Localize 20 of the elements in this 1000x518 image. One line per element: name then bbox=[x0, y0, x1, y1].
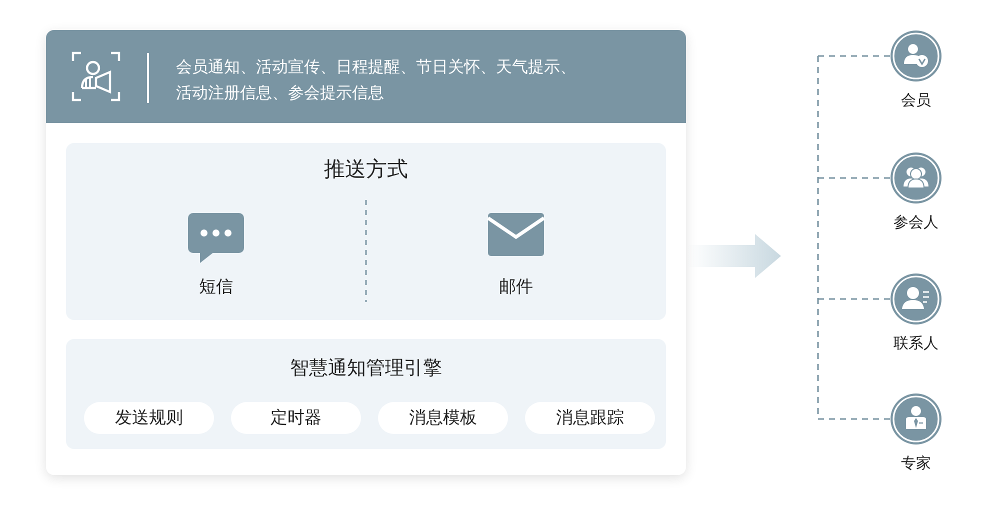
feature-pill: 消息跟踪 bbox=[525, 402, 655, 434]
person-label: 参会人 bbox=[892, 213, 940, 232]
method-label: 短信 bbox=[198, 276, 234, 298]
header-band bbox=[46, 30, 686, 123]
panel bbox=[66, 143, 666, 320]
connector-line bbox=[818, 177, 890, 179]
connector-line bbox=[818, 298, 890, 300]
connector-line bbox=[818, 418, 890, 420]
feature-pill: 定时器 bbox=[231, 402, 361, 434]
feature-pill: 消息模板 bbox=[378, 402, 508, 434]
card-background bbox=[46, 30, 686, 475]
connector-line bbox=[818, 55, 890, 57]
feature-pill: 发送规则 bbox=[84, 402, 214, 434]
panel-title: 推送方式 bbox=[323, 156, 409, 183]
person-label: 专家 bbox=[900, 454, 932, 473]
person-label: 联系人 bbox=[892, 334, 940, 353]
panel-title: 智慧通知管理引擎 bbox=[289, 356, 443, 381]
person-label: 会员 bbox=[900, 91, 932, 110]
notification-types-text: 会员通知、活动宣传、日程提醒、节日关怀、天气提示、活动注册信息、参会提示信息 bbox=[176, 56, 577, 104]
method-label: 邮件 bbox=[498, 276, 534, 298]
